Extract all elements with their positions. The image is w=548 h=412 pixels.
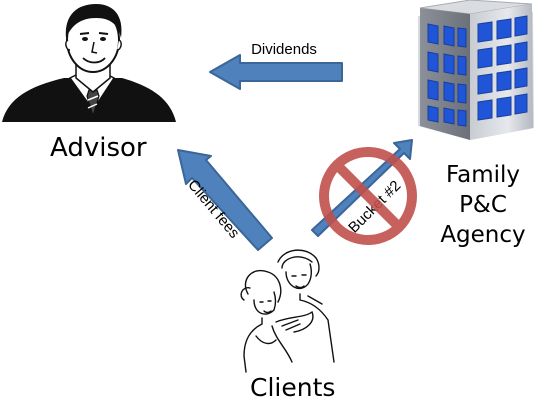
agency-label-line-3: Agency: [440, 222, 526, 248]
businessman-icon: [2, 4, 176, 122]
couple-icon: [240, 249, 335, 373]
family-pc-agency-label: Family P&C Agency: [428, 160, 538, 250]
dividends-label: Dividends: [251, 41, 317, 58]
dividends-arrow: Dividends: [209, 41, 343, 90]
agency-label-line-2: P&C: [459, 192, 507, 218]
clients-label: Clients: [250, 373, 336, 402]
prohibited-icon: [319, 147, 417, 245]
agency-label-line-1: Family: [445, 162, 520, 188]
advisor-label: Advisor: [50, 133, 147, 163]
client-fees-arrow: Client fees: [177, 149, 273, 251]
office-building-icon: [418, 0, 534, 140]
